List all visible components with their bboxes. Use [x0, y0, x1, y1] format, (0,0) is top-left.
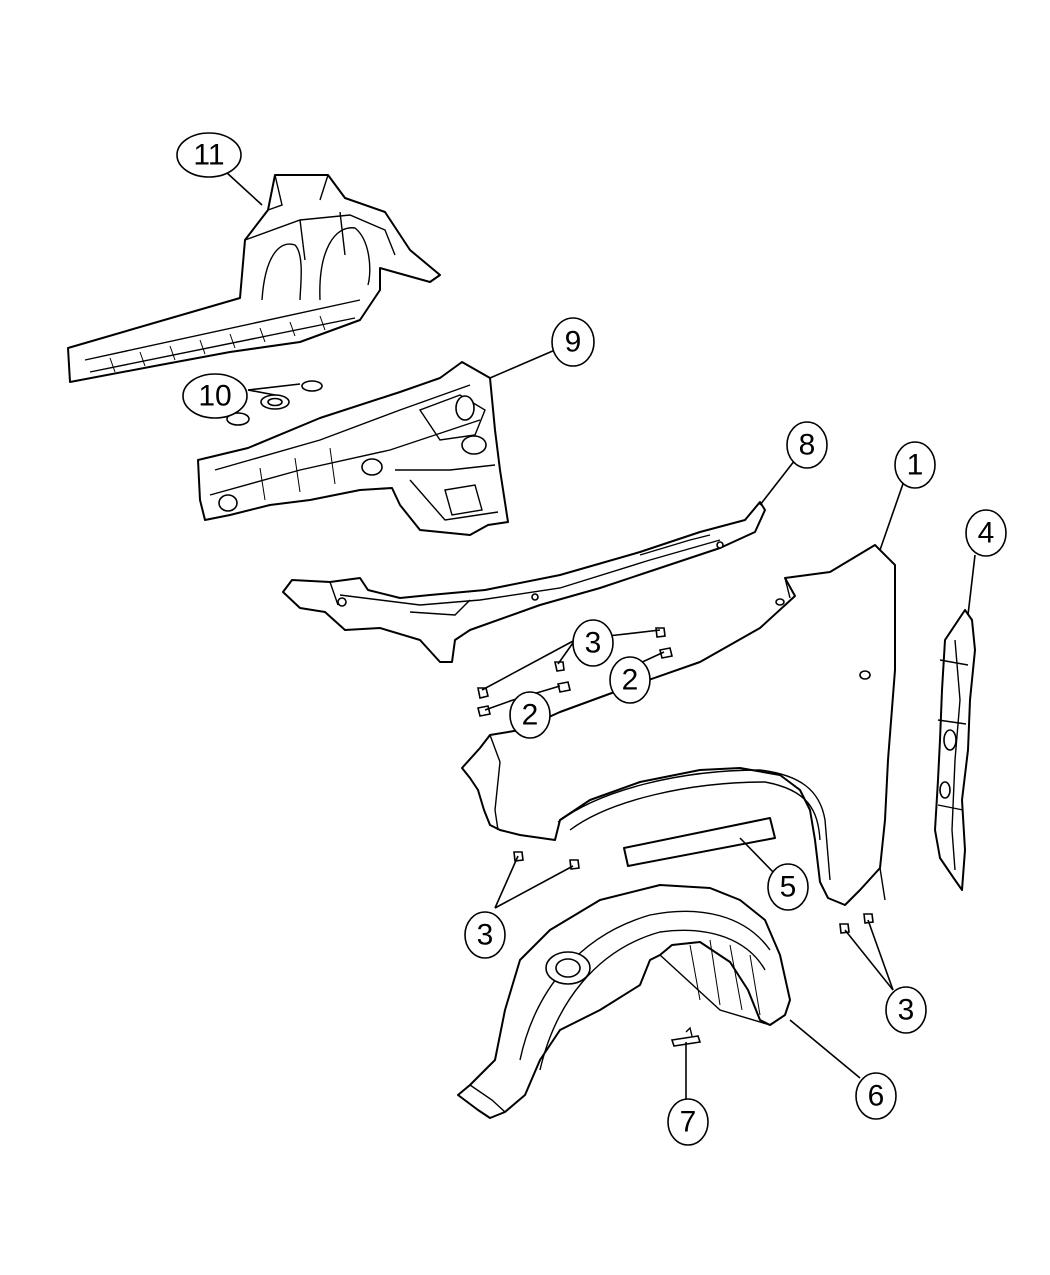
callout-5-label: 5: [780, 871, 797, 904]
callout-2-right-label: 2: [622, 664, 639, 697]
callout-11: 11: [176, 132, 242, 178]
part-4-side-shield: [934, 609, 976, 891]
callout-3-left-label: 3: [477, 919, 494, 952]
callout-11-label: 11: [193, 139, 224, 172]
callout-7: 7: [667, 1098, 709, 1146]
part-9-apron-rail: [197, 361, 509, 536]
callout-1: 1: [894, 441, 936, 489]
part-8-fender-support: [282, 501, 766, 663]
callout-7-label: 7: [680, 1106, 697, 1139]
callout-9-label: 9: [565, 326, 582, 359]
part-1-fender: [461, 544, 896, 906]
callout-10: 10: [182, 373, 248, 419]
callout-1-label: 1: [907, 449, 924, 482]
callout-9: 9: [551, 317, 595, 367]
callout-5: 5: [767, 863, 809, 911]
callout-2-left: 2: [509, 691, 551, 739]
callout-4: 4: [965, 509, 1007, 557]
callout-2-right: 2: [609, 656, 651, 704]
callout-4-label: 4: [978, 517, 995, 550]
callout-3-top: 3: [572, 619, 614, 667]
part-2-brackets: [477, 647, 673, 717]
callout-3-right-label: 3: [898, 994, 915, 1027]
callout-6: 6: [855, 1072, 897, 1120]
callout-3-left: 3: [464, 911, 506, 959]
callout-2-left-label: 2: [522, 699, 539, 732]
callout-3-right: 3: [885, 986, 927, 1034]
part-7-push-pin: [670, 1026, 702, 1047]
callout-10-label: 10: [198, 380, 231, 413]
callout-6-label: 6: [868, 1080, 885, 1113]
callout-8-label: 8: [799, 429, 816, 462]
part-11-wheelhouse-rail: [67, 174, 441, 383]
callout-8: 8: [786, 421, 828, 469]
part-6-wheelhouse-liner: [457, 884, 791, 1119]
part-5-applique: [623, 817, 776, 867]
callout-3-top-label: 3: [585, 627, 602, 660]
part-10-grommets: [226, 380, 323, 426]
